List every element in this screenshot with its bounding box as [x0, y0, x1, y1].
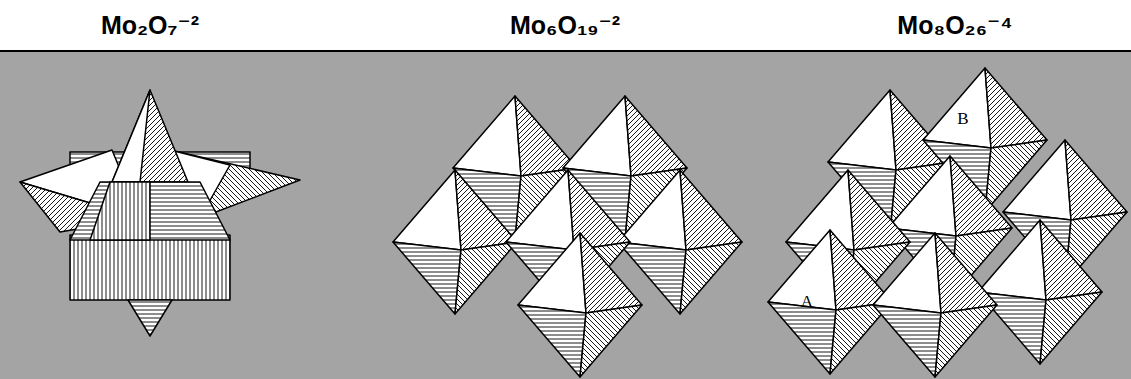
formula-heading: Mo₈O₂₆⁻⁴: [897, 10, 1012, 40]
octahedron-label: A: [801, 293, 813, 311]
formula-heading: Mo₂O₇⁻²: [101, 10, 199, 40]
octahedron-label: B: [957, 110, 968, 128]
formula-heading: Mo₆O₁₉⁻²: [510, 10, 620, 40]
